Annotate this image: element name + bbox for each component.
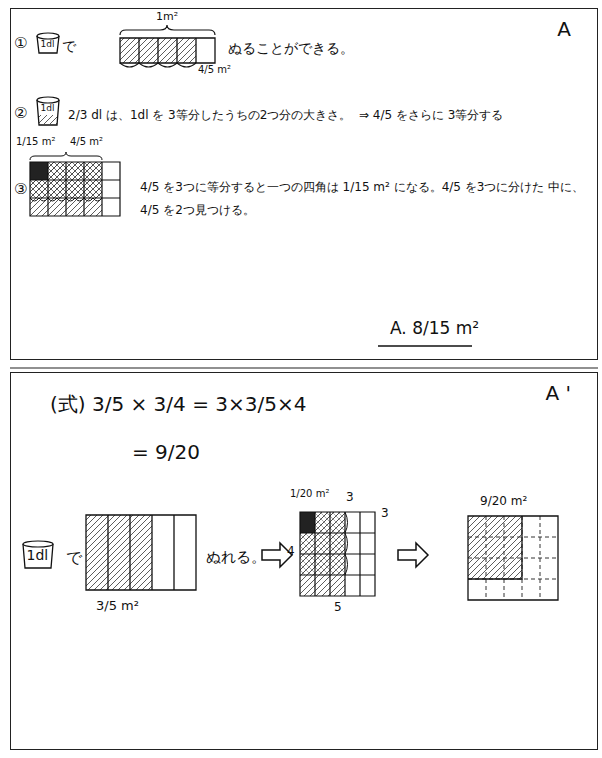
brace	[120, 25, 215, 35]
count-label: 4	[287, 544, 295, 559]
handwritten-note: で	[62, 38, 76, 56]
area-label: 1/20 m²	[290, 488, 329, 501]
can-body	[23, 544, 53, 568]
paint-can: 1dl	[22, 540, 54, 569]
grid	[30, 162, 120, 216]
paint-can: 1dl	[36, 32, 60, 54]
handwritten-note: ⇒ 4/5 をさらに 3等分する	[359, 108, 503, 123]
painted-area	[86, 515, 152, 590]
unit-cell	[30, 162, 48, 180]
area-rectangle	[120, 38, 215, 63]
crosshatched-area	[300, 512, 345, 575]
panel-rule	[10, 367, 598, 368]
can-label: 1dl	[41, 103, 55, 113]
area-label: 4/5 m²	[70, 136, 103, 149]
answer-text: A. 8/15 m²	[390, 318, 479, 339]
painted-area	[468, 516, 522, 579]
paint-can: 1dl	[36, 96, 60, 126]
count-label: 3	[381, 506, 389, 521]
step-number: ②	[14, 104, 27, 123]
handwritten-note: 4/5 を3つに等分すると一つの四角は 1/15 m² になる。4/5 を3つに…	[140, 176, 585, 222]
grid-outline	[468, 516, 558, 600]
scallop-mark	[30, 198, 102, 201]
answer-panel: A ' 1dl	[10, 372, 598, 750]
area-rectangle	[86, 515, 196, 590]
dashed-grid	[468, 516, 558, 600]
answer-underline	[378, 345, 472, 347]
step-number: ①	[14, 34, 27, 53]
panel-letter: A '	[545, 381, 571, 405]
handwritten-note: 2/3 dl は、1dl を 3等分したうちの2つ分の大きさ。	[68, 108, 351, 123]
area-label: 4/5 m²	[198, 64, 231, 77]
can-body	[37, 100, 59, 125]
scallop-mark	[120, 63, 196, 67]
area-label: 1/15 m²	[16, 136, 55, 149]
paint-fill	[39, 115, 57, 124]
can-lip	[23, 541, 53, 547]
scallop-mark	[345, 512, 348, 575]
step-number: ③	[14, 180, 27, 199]
handwritten-note: ぬることができる。	[228, 40, 354, 58]
count-label: 5	[334, 600, 342, 615]
count-label: 3	[346, 490, 354, 505]
area-label: 9/20 m²	[480, 494, 527, 509]
area-label: 1m²	[156, 10, 178, 24]
area-label: 3/5 m²	[96, 598, 139, 614]
can-lip	[37, 97, 59, 103]
handwritten-note: ぬれる。	[206, 548, 266, 567]
block-arrow	[398, 543, 428, 567]
can-lip	[37, 33, 59, 39]
unit-cell	[300, 512, 315, 533]
handwritten-note: で	[66, 548, 82, 568]
can-label: 1dl	[27, 547, 49, 563]
formula: = 9/20	[132, 440, 200, 465]
brace	[30, 152, 102, 160]
panel-letter: A	[557, 17, 571, 41]
can-label: 1dl	[41, 39, 55, 49]
grid	[300, 512, 375, 596]
formula: (式) 3/5 × 3/4 = 3×3/5×4	[50, 392, 306, 417]
